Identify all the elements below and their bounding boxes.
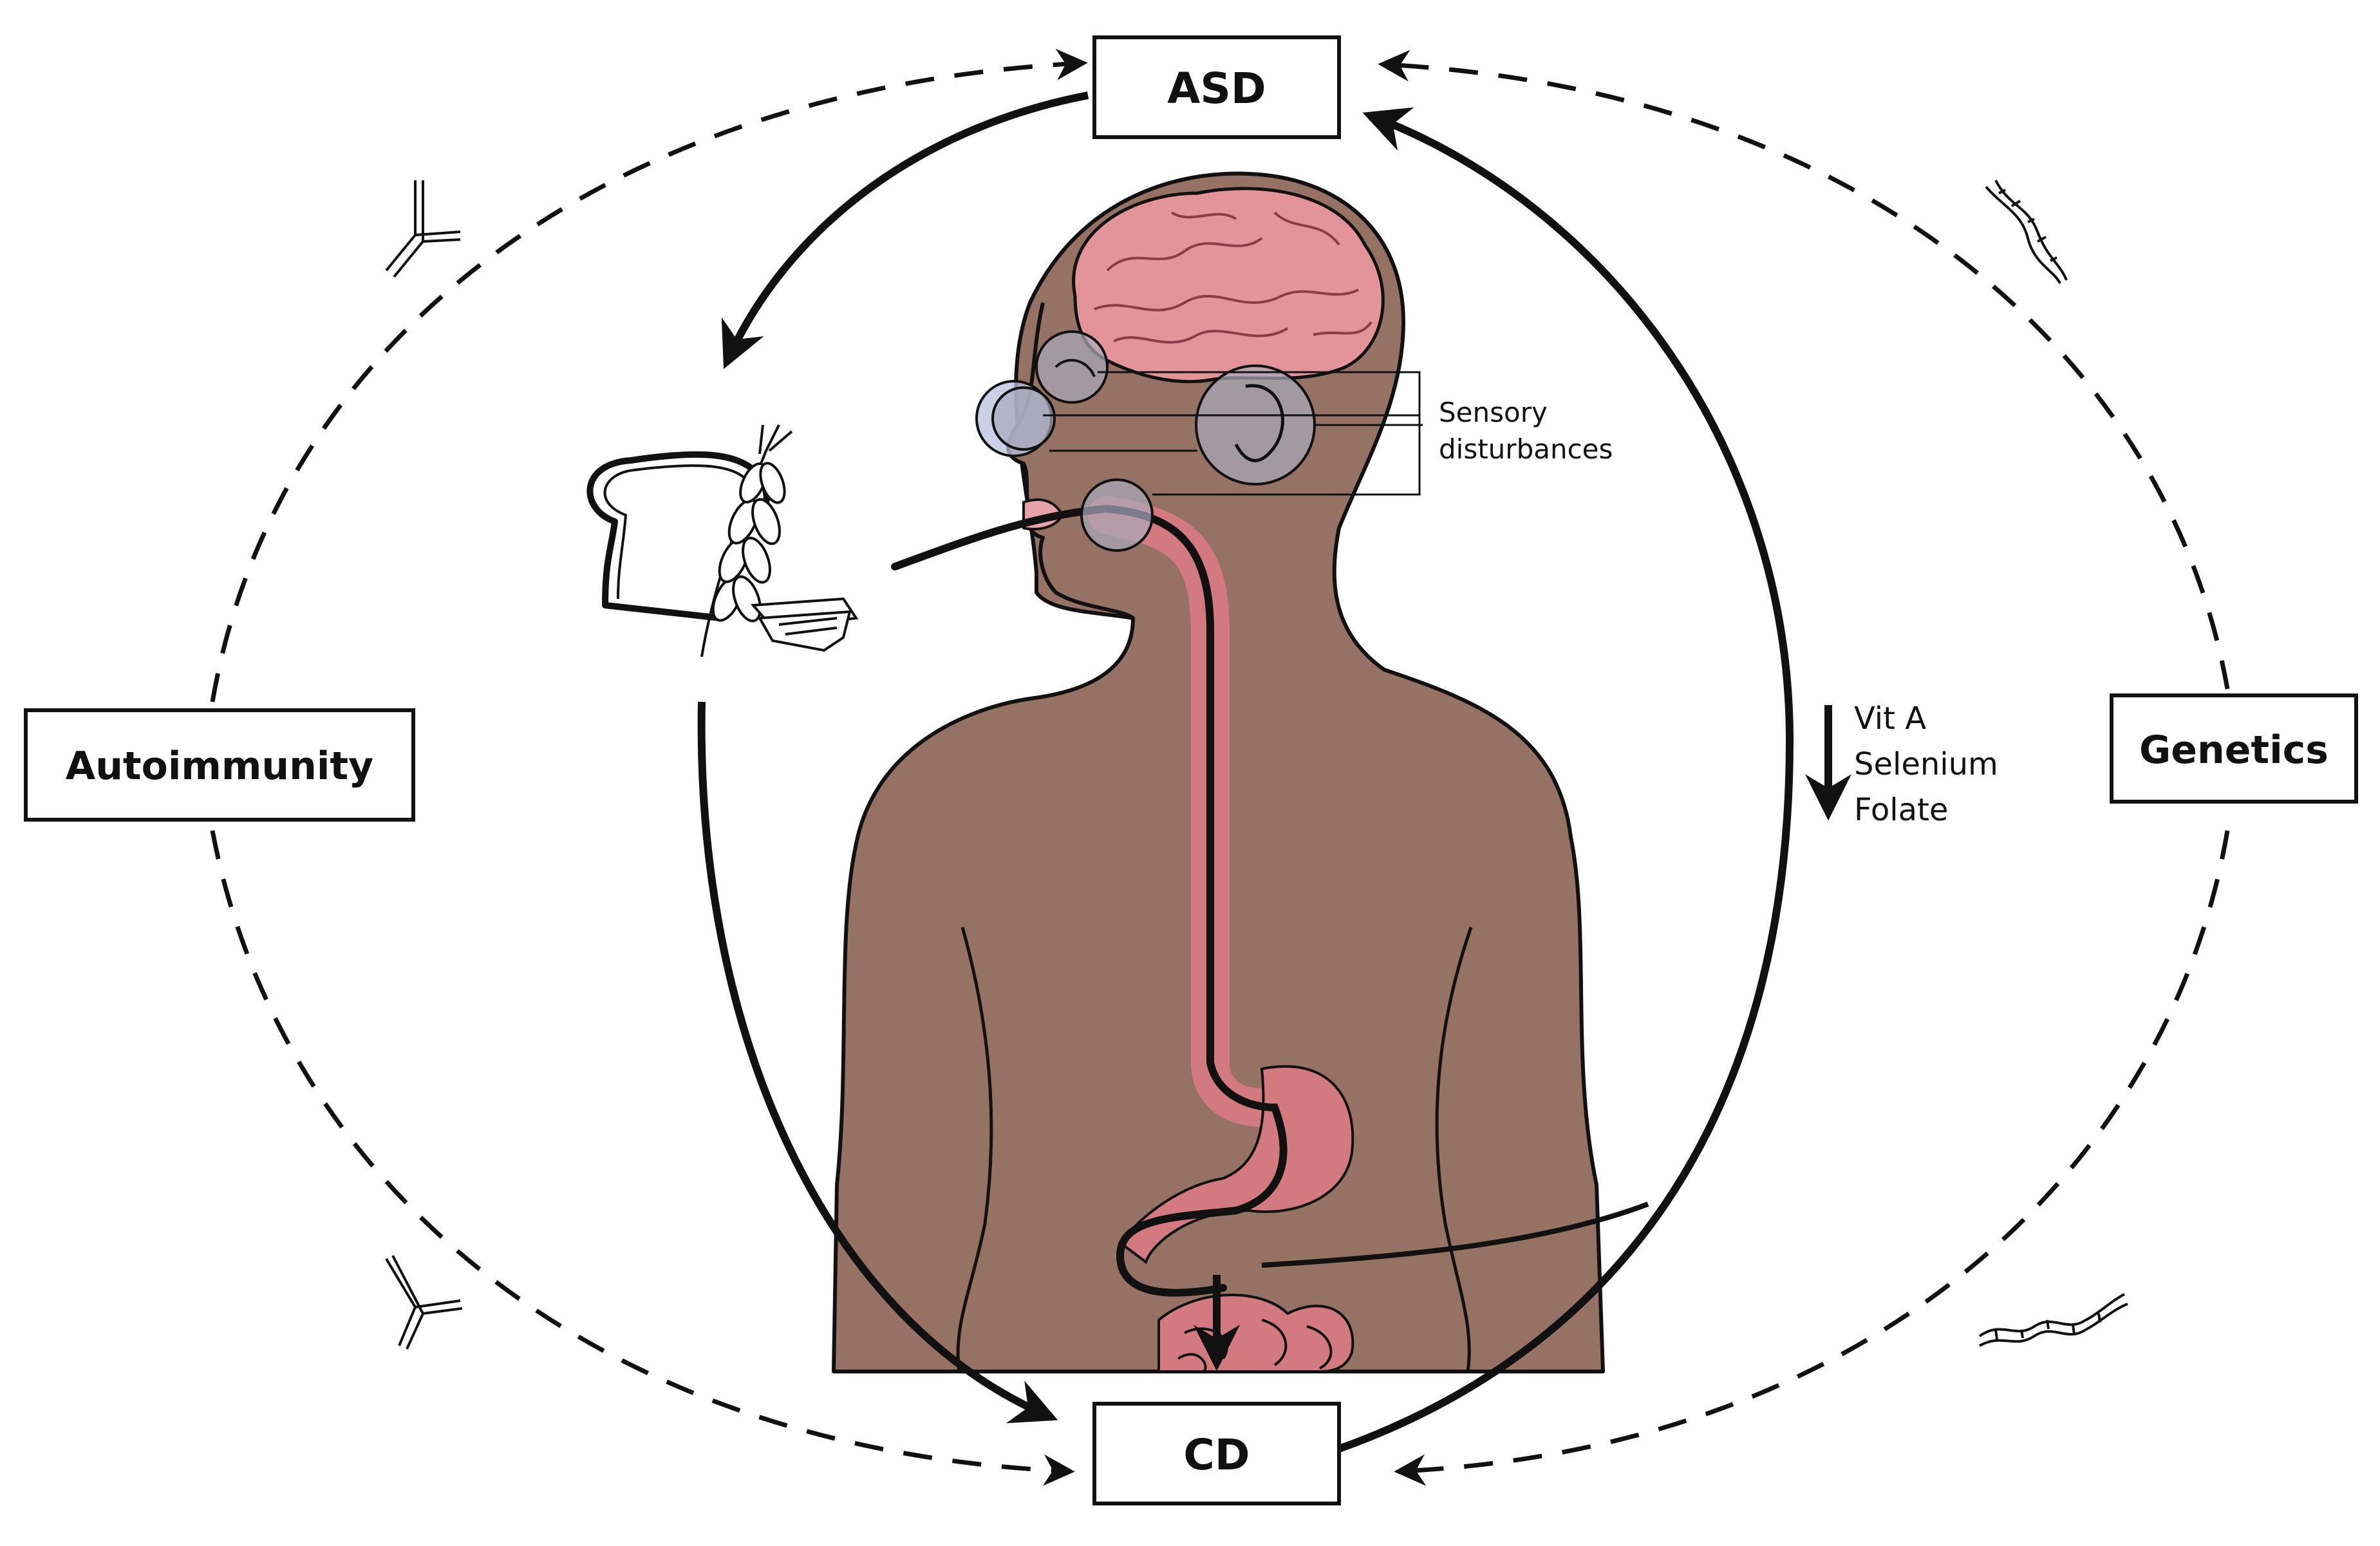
sensory-bracket [1043, 371, 1423, 496]
antibody-icon [385, 180, 461, 278]
dashed-outer-loop [210, 48, 2230, 1486]
cd-node: CD [1092, 1402, 1341, 1505]
solid-loop [697, 91, 1794, 1453]
dna-helix-icon [1985, 180, 2068, 284]
left-arm-line [956, 927, 993, 1372]
nose-ring-inner [991, 386, 1056, 451]
nutrient-vit-a: Vit A [1854, 701, 1926, 737]
ear-ring [1195, 364, 1316, 485]
eye-shape [1054, 359, 1096, 377]
ear-shape [1234, 384, 1284, 462]
arrow-cd-to-asd [1337, 107, 1794, 1453]
arrow-asd-to-food [721, 91, 1089, 370]
dashed-arrow-autoimmunity-to-asd [210, 48, 1088, 702]
brain [1072, 187, 1385, 384]
pasta-icon [750, 597, 859, 652]
genetics-node: Genetics [2110, 693, 2358, 804]
autoimmunity-label: Autoimmunity [66, 744, 373, 789]
dna-helix-icon [1978, 1293, 2128, 1347]
brain-folds [1094, 211, 1373, 344]
arrow-food-to-cd [697, 701, 1058, 1424]
intestine-return-line [1261, 1202, 1649, 1268]
human-figure [832, 171, 1649, 1373]
sensory-rings [975, 330, 1316, 552]
nutrient-folate: Folate [1854, 792, 1948, 828]
dashed-arrow-genetics-to-cd [1394, 830, 2230, 1486]
autoimmunity-node: Autoimmunity [24, 708, 415, 822]
dashed-arrow-autoimmunity-to-cd [210, 830, 1075, 1486]
sensory-label-line2: disturbances [1439, 433, 1613, 465]
wheat-icon [700, 424, 793, 657]
right-arm-line [1435, 927, 1473, 1372]
eye-ring [1035, 330, 1109, 404]
dashed-arrow-genetics-to-asd [1378, 50, 2230, 690]
food-group [586, 424, 859, 657]
cd-label: CD [1183, 1430, 1250, 1480]
asd-label: ASD [1167, 64, 1266, 113]
intestines [1157, 1294, 1354, 1373]
asd-node: ASD [1092, 35, 1341, 139]
sensory-label-line1: Sensory [1439, 397, 1548, 428]
nutrient-selenium: Selenium [1854, 746, 1998, 782]
antibody-icon [385, 1255, 463, 1350]
throat-ring [1080, 478, 1154, 552]
genetics-label: Genetics [2139, 728, 2328, 773]
